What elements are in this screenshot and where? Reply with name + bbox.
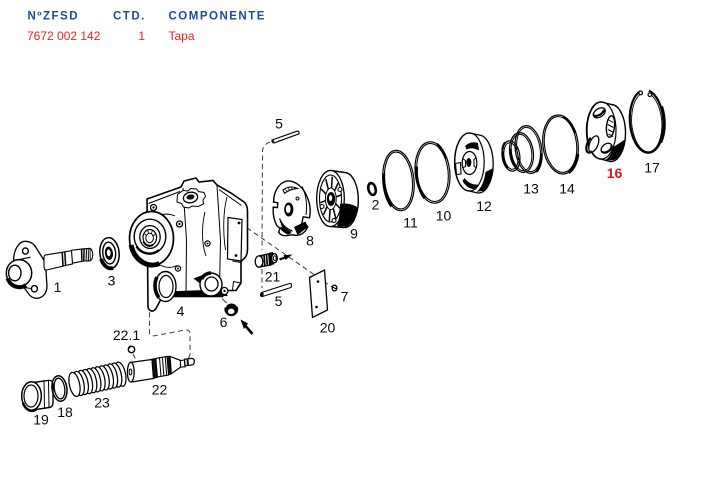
svg-text:NºZFSD: NºZFSD <box>28 11 80 23</box>
svg-text:2: 2 <box>372 197 380 213</box>
svg-text:3: 3 <box>108 273 116 289</box>
svg-text:7: 7 <box>341 289 349 305</box>
svg-text:13: 13 <box>523 181 539 197</box>
svg-text:11: 11 <box>403 215 418 231</box>
svg-text:21: 21 <box>265 269 281 285</box>
svg-text:8: 8 <box>306 233 314 249</box>
svg-text:14: 14 <box>559 181 575 197</box>
svg-text:22: 22 <box>152 382 168 398</box>
svg-text:1: 1 <box>54 279 62 295</box>
svg-text:9: 9 <box>350 226 358 242</box>
svg-text:18: 18 <box>57 404 73 420</box>
svg-text:5: 5 <box>275 293 283 309</box>
svg-text:6: 6 <box>220 314 228 330</box>
svg-text:COMPONENTE: COMPONENTE <box>169 11 266 23</box>
svg-text:22.1: 22.1 <box>113 327 140 343</box>
svg-text:4: 4 <box>177 303 185 319</box>
svg-text:7672 002 142: 7672 002 142 <box>27 29 101 43</box>
svg-text:20: 20 <box>320 320 336 336</box>
svg-text:10: 10 <box>436 208 452 224</box>
svg-text:CTD.: CTD. <box>113 11 146 23</box>
svg-text:5: 5 <box>275 116 283 132</box>
svg-text:16: 16 <box>607 165 623 181</box>
svg-text:23: 23 <box>94 395 110 411</box>
svg-text:19: 19 <box>33 412 49 428</box>
svg-text:17: 17 <box>644 160 660 176</box>
svg-text:Tapa: Tapa <box>169 29 195 43</box>
svg-text:12: 12 <box>476 198 492 214</box>
svg-text:1: 1 <box>138 29 145 43</box>
